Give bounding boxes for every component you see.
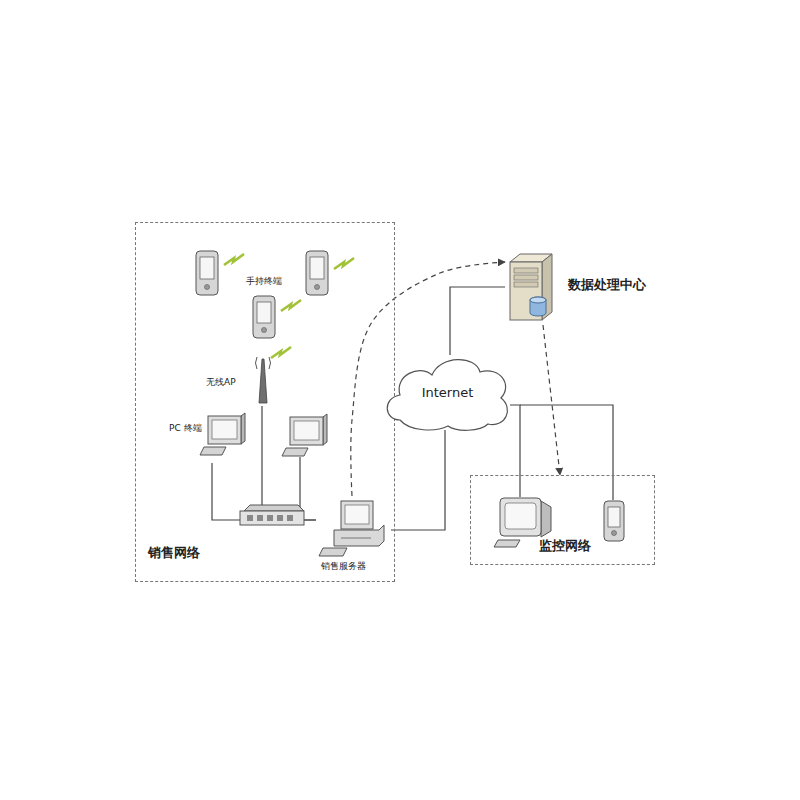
handheld-screen [257,302,271,323]
pc-keyboard [282,448,308,456]
node-title: 数据处理中心 [568,277,646,293]
icon [256,347,292,403]
drive-bay [514,275,538,280]
handheld-button [315,285,320,290]
database-cylinder [530,297,546,316]
wireless-bolt [334,258,354,269]
icon [319,501,384,556]
pc-side [241,413,245,444]
server-monitor [341,501,373,529]
wireless-bolt [271,347,291,358]
icon-svg [166,411,243,463]
wireless-bolt [281,300,301,311]
internet-cloud: Internet [385,355,510,430]
monitor-wire [520,405,613,500]
switch-port [257,515,263,521]
device-label: 手持终端 [246,276,282,287]
sales-server: 销售服务器 [316,496,391,576]
drive-bay [514,282,538,287]
handheld-body [253,296,275,338]
monitor-wire [519,475,520,497]
device-label: 销售服务器 [321,561,366,572]
internet-cloud [387,360,507,431]
network-link [510,405,520,475]
handheld-button [612,531,617,536]
crt-back [541,501,551,537]
switch-port [287,515,293,521]
handheld-body [306,251,328,295]
wireless-bolt [224,254,244,265]
data-flow-arrow [543,325,560,475]
network-link [391,430,445,530]
drive-bay [514,268,538,273]
switch-icon [240,505,304,525]
server-keyboard [319,548,347,556]
pc-screen [212,420,237,439]
device-label: 无线AP [206,377,236,388]
device-label: PC 终端 [169,423,202,434]
switch-body [240,511,304,525]
pc-wire [299,457,300,512]
handheld-button [262,328,267,333]
icon-svg [196,341,286,406]
pc-terminal: PC 终端 [166,411,243,463]
switch-port [247,515,253,521]
switch-top [244,505,304,511]
data-center: 数据处理中心 [505,250,665,325]
database-top [530,297,546,303]
handheld-screen [310,257,324,279]
handheld-body [196,251,218,295]
icon-svg [191,246,371,341]
network-link [450,287,505,355]
icon [196,251,354,338]
region-box: 销售网络 手持终端无线AP PC 终端销售服务器 [135,222,395,582]
server-case [334,525,384,546]
network-link [262,406,316,520]
handheld-body [604,501,624,541]
crt-screen [505,503,536,529]
node-title: 监控网络 [539,538,591,554]
icon [387,360,507,431]
switch-port [277,515,283,521]
icon [200,413,245,455]
region-box: 监控网络 [470,475,655,565]
handheld-screen [608,507,620,527]
pc-screen [294,421,319,440]
icon [510,254,552,320]
handheld-group: 手持终端 [191,246,371,341]
pc-keyboard [200,447,226,455]
access-point: 无线AP [196,341,286,406]
pc-icon [282,414,327,456]
pc-monitor [290,417,323,445]
crt-monitor [500,498,541,536]
node-title: Internet [422,385,474,401]
monitor-keyboard [494,540,520,547]
handheld-button [205,285,210,290]
server-slot [341,538,371,539]
pc-side [323,414,327,445]
handheld-screen [200,257,214,279]
antenna-wave [256,357,271,369]
pc-monitor [208,416,241,444]
switch-port [267,515,273,521]
server-screen [345,505,369,524]
antenna [259,359,267,403]
node-title: 销售网络 [148,545,200,561]
